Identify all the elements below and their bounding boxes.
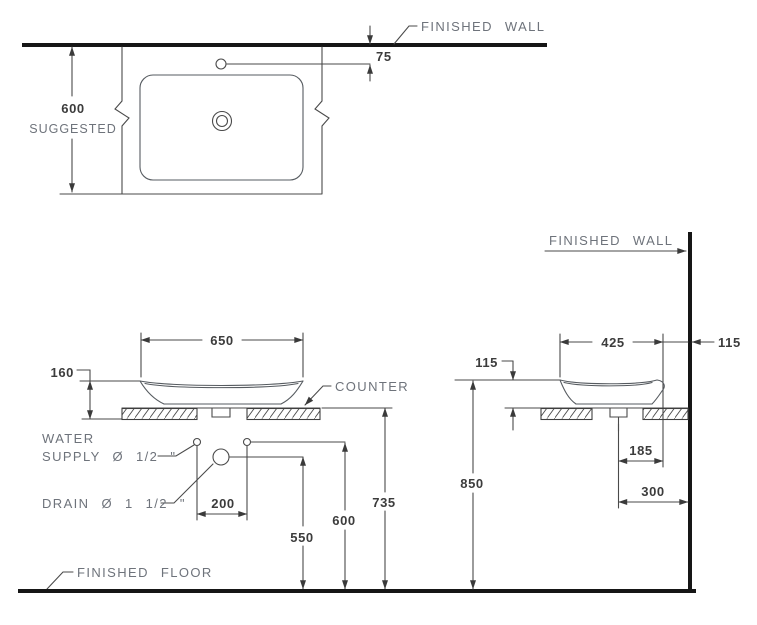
side-depth-dimension: 425 [559,333,664,468]
side-drain-fitting [609,407,628,418]
rim-height-dimension: 850 [460,380,484,590]
counter-label: COUNTER [335,379,409,394]
front-height-dimension: 160 [51,365,141,420]
counter-height-value: 735 [372,495,396,510]
plan-faucet-setback-dimension: 75 [367,25,392,82]
front-basin [139,380,304,405]
water-supply-label-line1: WATER [42,431,95,446]
plan-depth-note: SUGGESTED [29,122,117,136]
front-width-dimension: 650 [140,332,304,378]
drain-height-value: 550 [290,530,314,545]
plan-depth-value: 600 [61,101,85,116]
side-counter [504,407,689,432]
plan-wall-leader [393,25,418,45]
water-supply-label-line2: SUPPLY Ø 1/2 " [42,449,176,464]
water-supply-right [242,437,252,447]
plan-faucet-hole [215,58,227,70]
front-width-value: 650 [210,333,234,348]
plan-wall-label: FINISHED WALL [421,19,545,34]
supply-height-value: 600 [332,513,356,528]
floor-label: FINISHED FLOOR [77,565,213,580]
plan-depth-dimension: 600 SUGGESTED [29,46,117,193]
drain-label: DRAIN Ø 1 1/2 " [42,496,186,511]
plan-faucet-setback-value: 75 [376,49,392,64]
supply-spacing-value: 200 [211,496,235,511]
side-view: FINISHED WALL 425 115 115 85 [454,232,741,593]
drain-to-rim-dimension: 185 [617,423,664,509]
rim-above-counter-dimension: 115 [454,355,561,431]
front-counter [121,407,393,421]
drain-to-wall-dimension: 300 [617,484,689,505]
wall-clearance-dimension: 115 [662,335,741,350]
front-height-value: 160 [51,365,75,380]
side-basin [559,379,665,405]
rim-height-value: 850 [460,476,484,491]
front-view: 650 160 COUNTER [18,332,696,593]
plan-view: FINISHED WALL 600 SUGGESTED 75 [22,19,547,195]
drain-outlet [212,448,230,466]
plan-drain-hole [211,110,233,132]
front-drain-fitting [211,407,231,418]
drain-leader [160,463,214,504]
side-wall-label: FINISHED WALL [549,233,673,248]
counter-height-dimension: 735 [372,407,396,590]
plan-basin-rim [139,74,304,181]
side-depth-value: 425 [601,335,625,350]
water-supply-leader [157,444,195,457]
drain-to-rim-value: 185 [629,443,653,458]
supply-spacing-dimension: 200 [196,445,248,521]
drain-to-wall-value: 300 [641,484,665,499]
rim-above-counter-value: 115 [475,355,498,370]
counter-leader [304,385,332,406]
floor-leader [46,571,74,590]
drain-height-dimension: 550 [290,456,314,590]
wall-clearance-value: 115 [718,335,741,350]
water-supply-left [192,437,202,447]
supply-height-dimension: 600 [332,442,356,590]
plan-counter-outline [59,46,330,195]
